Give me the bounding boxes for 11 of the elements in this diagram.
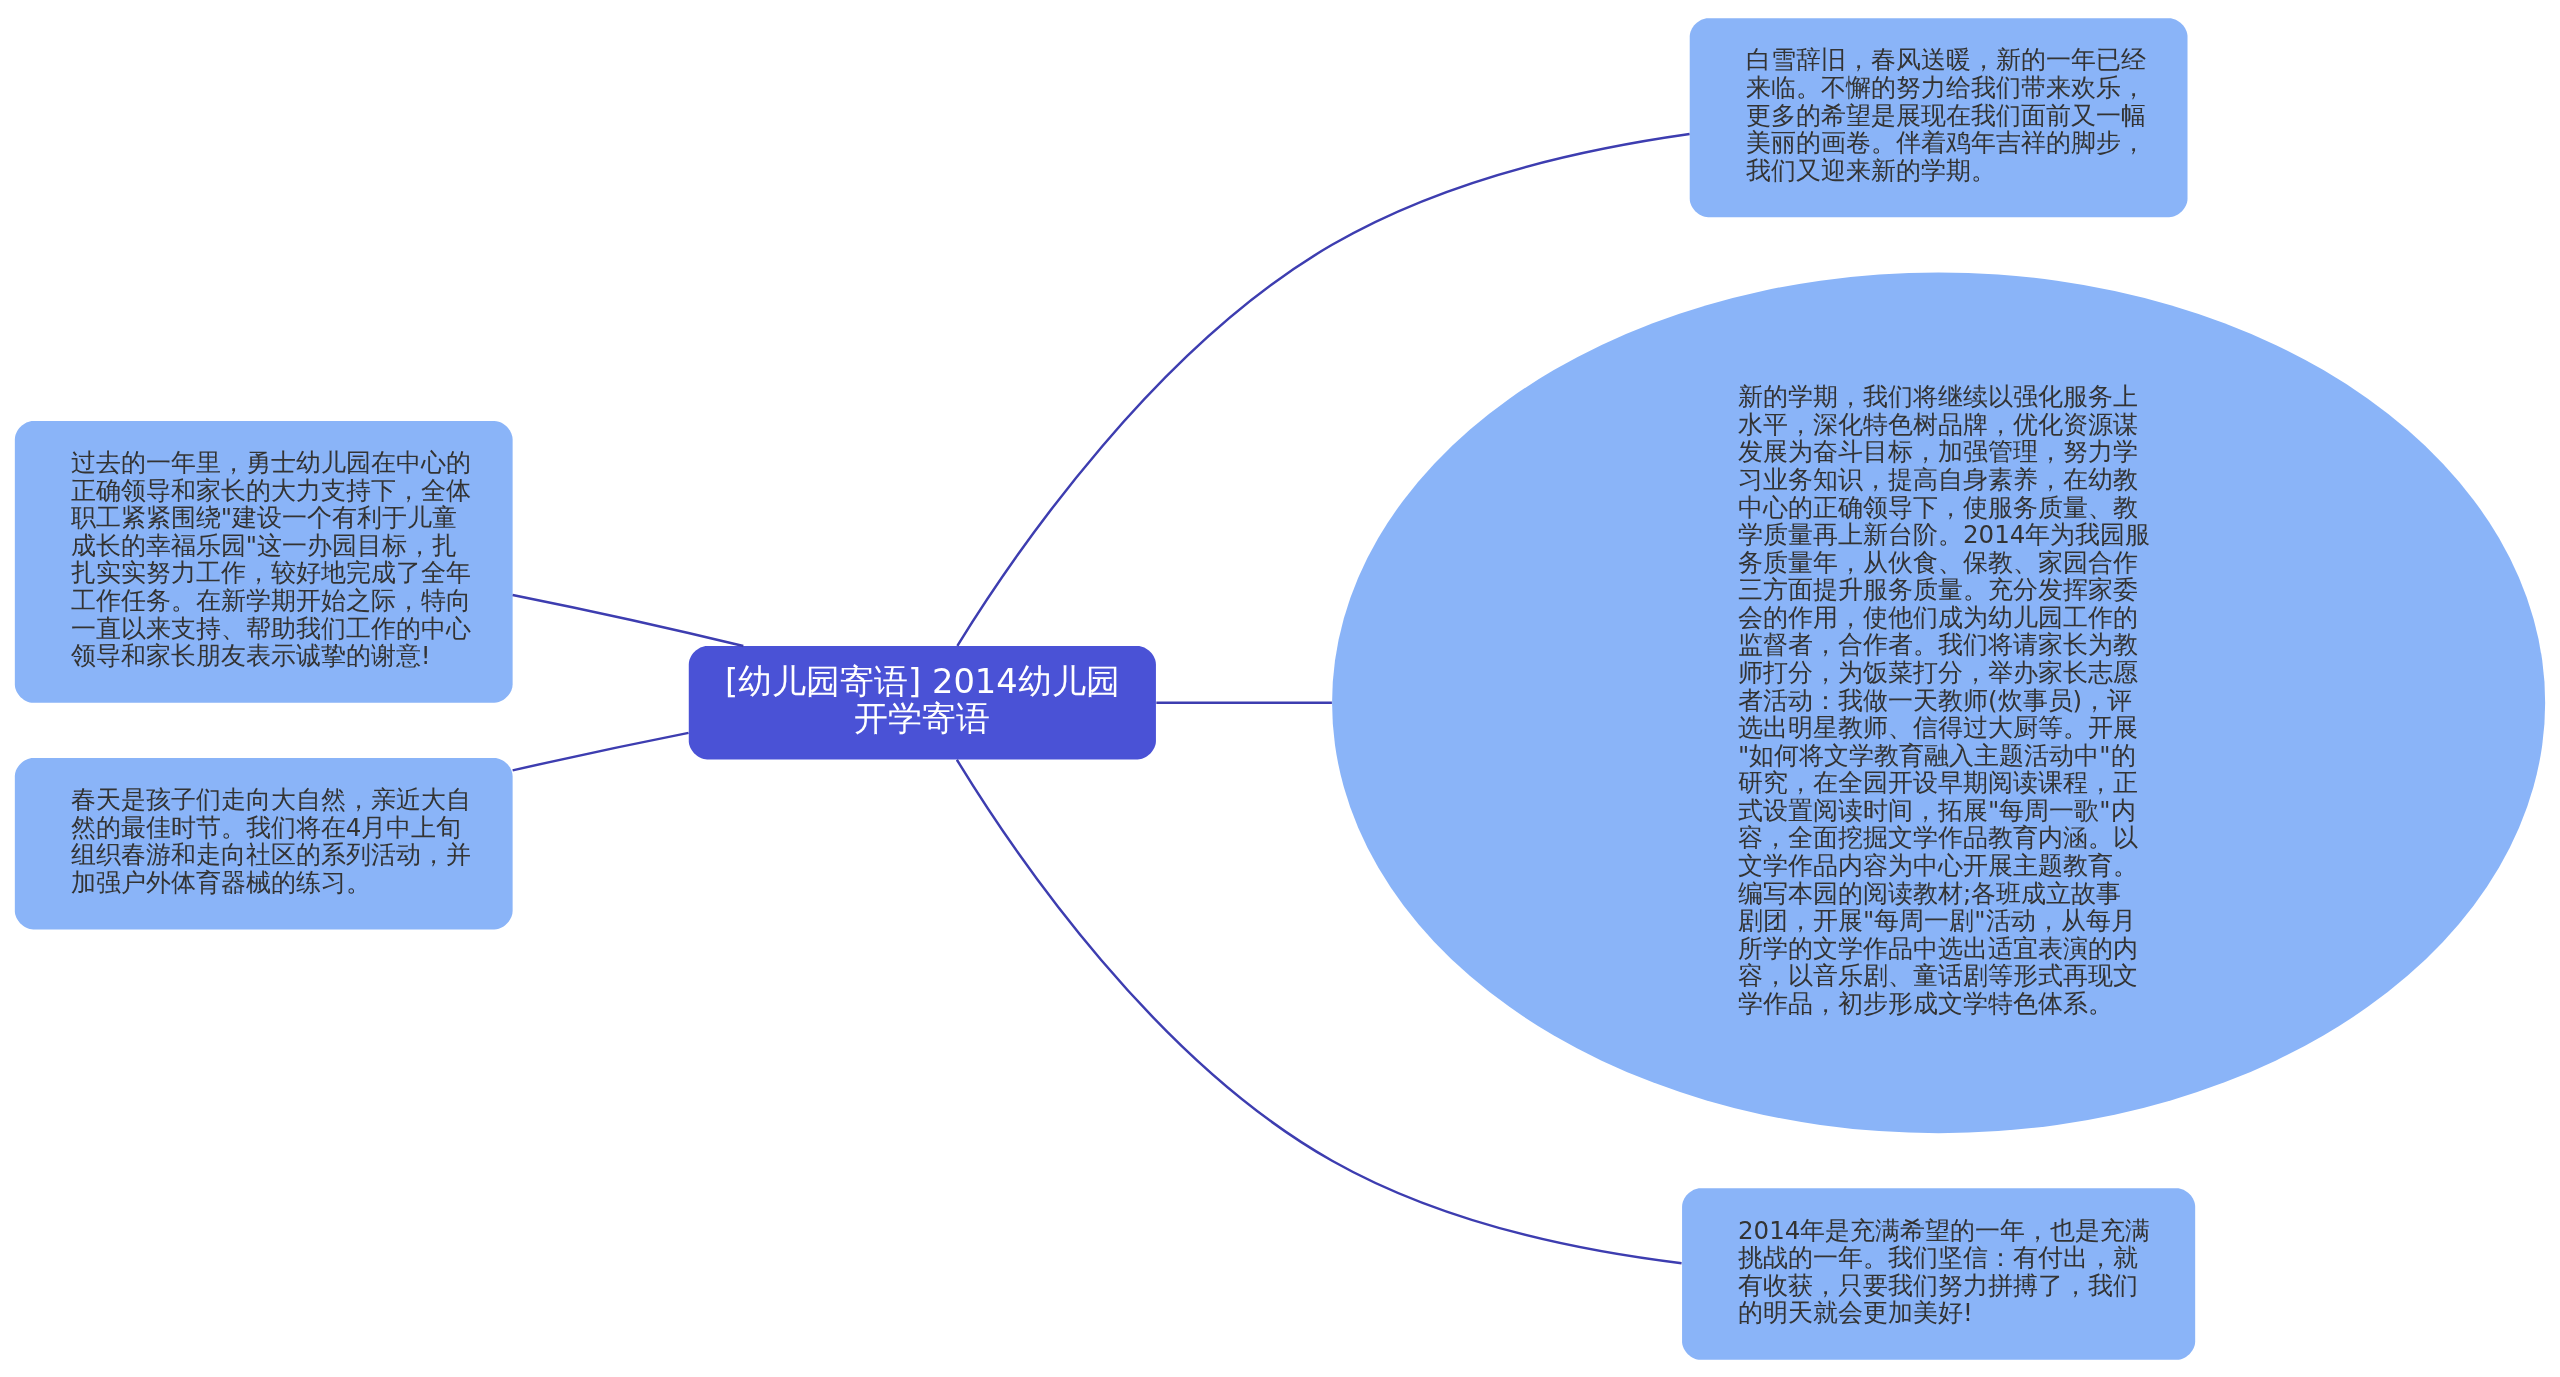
node-box: 白雪辞旧，春风送暖，新的一年已经来临。不懈的努力给我们带来欢乐，更多的希望是展现在我们面前又一幅美丽的画卷。伴着鸡年吉祥的脚步，我们又迎来新的学期。 [1689,17,2188,217]
node-box: [幼儿园寄语] 2014幼儿园开学寄语 [688,645,1156,759]
node-box: 春天是孩子们走向大自然，亲近大自然的最佳时节。我们将在4月中上旬组织春游和走向社区的系列活动，并加强户外体育器械的练习。 [14,757,513,929]
node-box: 2014年是充满希望的一年，也是充满挑战的一年。我们坚信：有付出，就有收获，只要我们努力拼搏了，我们的明天就会更加美好! [1682,1187,2196,1360]
connector [512,731,689,772]
connector [512,593,744,647]
node-box: 过去的一年里，勇士幼儿园在中心的正确领导和家长的大力支持下，全体职工紧紧围绕"建设一个有利于儿童成长的幸福乐园"这一办园目标，扎扎实实努力工作，较好地完成了全年工作任务。在新学期开始之际，特向一直以来支持、帮助我们工作的中心领导和家长朋友表示诚挚的谢意! [14,420,513,703]
connector [956,132,1690,646]
connector [1156,701,1332,704]
node-ellipse: 新的学期，我们将继续以强化服务上水平，深化特色树品牌，优化资源谋发展为奋斗目标，加强管理，努力学习业务知识，提高自身素养，在幼教中心的正确领导下，使服务质量、教学质量再上新台阶。2014年为我园服务质量年，从伙食、保教、家园合作三方面提升服务质量。充分发挥家委会的作用，使他们成为幼儿园工作的监督者，合作者。我们将请家长为教师打分，为饭菜打分，举办家长志愿者活动：我做一天教师(炊事员)，评选出明星教师、信得过大厨等。开展"如何将文学教育融入主题活动中"的研究，在全园开设早期阅读课程，正式设置阅读时间，拓展"每周一歌"内容，全面挖掘文学作品教育内涵。以文学作品内容为中心开展主题教育。编写本园的阅读教材;各班成立故事剧团，开展"每周一剧"活动，从每月所学的文学作品中选出适宜表演的内容，以音乐剧、童话剧等形式再现文学作品，初步形成文学特色体系。 [1332,271,2546,1133]
connector [955,758,1682,1264]
